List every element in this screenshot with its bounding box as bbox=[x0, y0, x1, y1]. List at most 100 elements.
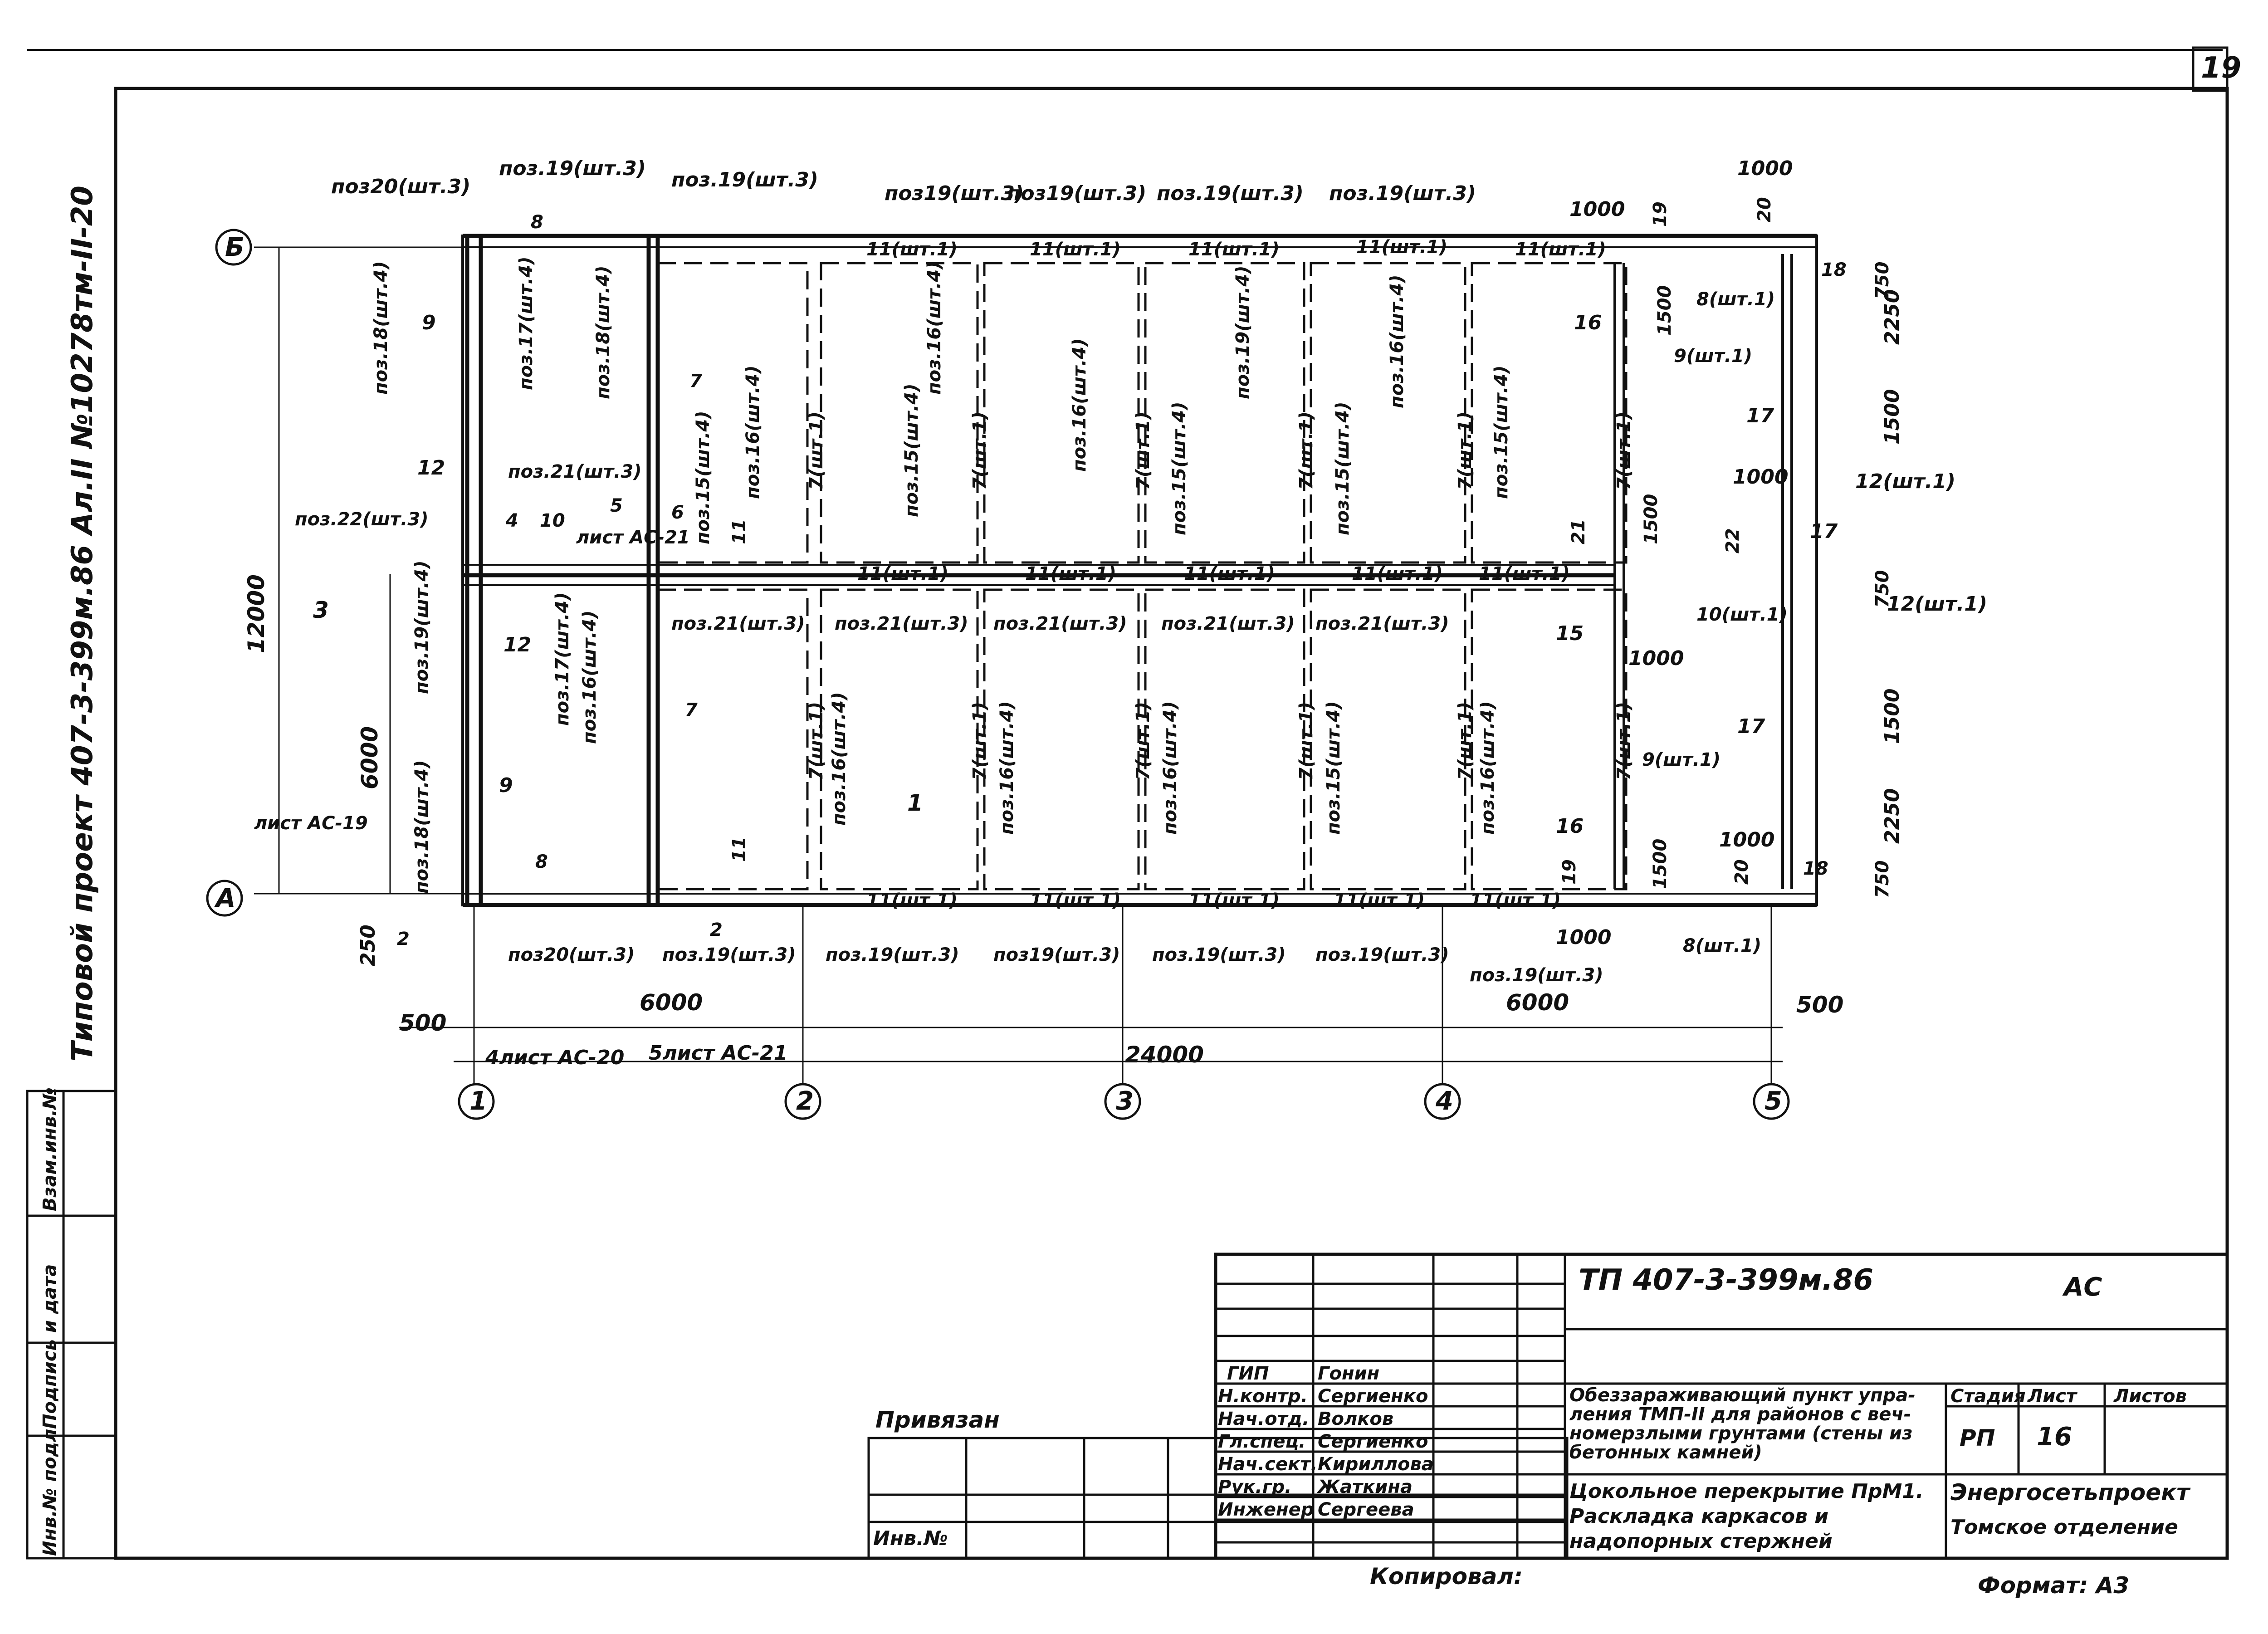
mark-11-b: 11 bbox=[729, 837, 750, 862]
label-poz17-a: поз.17(шт.4) bbox=[516, 256, 537, 390]
label-right-3: 12(шт.1) bbox=[1855, 470, 1956, 493]
label-11-top-b: 11(шт.1) bbox=[1030, 239, 1121, 260]
project-code: ТП 407-3-399м.86 bbox=[1579, 1263, 1874, 1297]
dim-total-height: 12000 bbox=[243, 574, 269, 653]
mark-7-top: 7 bbox=[689, 371, 702, 391]
label-poz16-d: поз.16(шт.4) bbox=[1387, 274, 1408, 408]
label-top-4: поз19(шт.3) bbox=[885, 182, 1024, 205]
label-top-1: поз20(шт.3) bbox=[331, 175, 471, 198]
mark-11-a: 11 bbox=[729, 519, 750, 544]
label-poz16-g: поз.16(шт.4) bbox=[1160, 701, 1181, 835]
section-ref-as20: 4лист АС-20 bbox=[485, 1046, 625, 1069]
mark-9-top: 9 bbox=[422, 311, 436, 334]
axis-1-label: 1 bbox=[469, 1086, 487, 1116]
label-7-d: 7(шт.1) bbox=[1296, 411, 1317, 490]
dim-bay-4-5: 6000 bbox=[1506, 989, 1569, 1016]
name-nkontr: Сергиенко bbox=[1318, 1386, 1428, 1407]
mark-15: 15 bbox=[1556, 622, 1584, 645]
mark-5: 5 bbox=[610, 495, 623, 516]
label-11-mid-a: 11(шт.1) bbox=[857, 563, 948, 584]
role-nachsekt: Нач.сект. bbox=[1218, 1454, 1318, 1475]
dim-1500-stair-top: 1500 bbox=[1654, 285, 1675, 336]
label-11-bot-d: 11(шт.1) bbox=[1334, 890, 1425, 911]
object-title: Обеззараживающий пункт упра-ления ТМП-II… bbox=[1569, 1385, 1916, 1463]
mark-8-top: 8 bbox=[531, 212, 543, 233]
label-poz18-a: поз.18(шт.4) bbox=[593, 265, 614, 399]
label-11-mid-c: 11(шт.1) bbox=[1184, 563, 1275, 584]
label-7-k: 7(шт.1) bbox=[1455, 701, 1476, 780]
label-right-2: 9(шт.1) bbox=[1674, 346, 1753, 367]
dim-1000-mid-left: 1000 bbox=[1628, 647, 1684, 670]
dim-total-width: 24000 bbox=[1125, 1042, 1204, 1068]
label-top-2: поз.19(шт.3) bbox=[499, 157, 646, 180]
role-glspec: Гл.спец. bbox=[1218, 1431, 1306, 1452]
label-bottom-3: поз.19(шт.3) bbox=[826, 944, 959, 965]
dim-half-height: 6000 bbox=[357, 726, 383, 789]
label-poz16-a: поз.16(шт.4) bbox=[743, 365, 763, 499]
mark-7-bottom: 7 bbox=[685, 700, 698, 720]
label-poz15-c: поз.15(шт.4) bbox=[1332, 401, 1353, 535]
mark-12-top: 12 bbox=[417, 456, 445, 479]
label-poz21-d: поз.21(шт.3) bbox=[993, 613, 1127, 634]
label-bottom-2: поз.19(шт.3) bbox=[662, 944, 796, 965]
label-11-mid-d: 11(шт.1) bbox=[1352, 563, 1443, 584]
sheet-value: 16 bbox=[2037, 1422, 2072, 1452]
label-bottom-5: поз.19(шт.3) bbox=[1152, 944, 1286, 965]
org-name: Энергосетьпроект bbox=[1950, 1479, 2190, 1506]
side-project-label: Типовой проект 407-3-399м.86 Ал.II №1027… bbox=[66, 186, 99, 1062]
role-rukgr: Рук.гр. bbox=[1218, 1477, 1292, 1497]
name-engineer: Сергеева bbox=[1318, 1499, 1414, 1520]
mark-17-mid: 17 bbox=[1810, 520, 1838, 543]
label-poz18-c: поз.18(шт.4) bbox=[411, 760, 432, 894]
dim-1000-bottom: 1000 bbox=[1719, 828, 1775, 851]
sheets-header: Листов bbox=[2114, 1386, 2187, 1407]
stamp-inv-podl: Инв.№ подл bbox=[39, 1429, 60, 1556]
label-poz16-i: поз.16(шт.4) bbox=[579, 610, 600, 744]
label-poz19v-a: поз.19(шт.4) bbox=[1232, 265, 1253, 399]
label-7-i: 7(шт.1) bbox=[1133, 701, 1154, 780]
dim-edge-right: 500 bbox=[1796, 992, 1844, 1018]
sheet-title: Цокольное перекрытие ПрМ1. Раскладка кар… bbox=[1569, 1480, 1924, 1553]
mark-4: 4 bbox=[506, 510, 518, 531]
format-label: Формат: А3 bbox=[1978, 1572, 2130, 1599]
label-11-bot-a: 11(шт.1) bbox=[866, 890, 958, 911]
dim-1000-top-left: 1000 bbox=[1569, 198, 1625, 221]
axis-b-label: Б bbox=[225, 233, 244, 262]
label-poz18-b: поз.18(шт.4) bbox=[371, 261, 391, 395]
mark-17-bottom: 17 bbox=[1737, 715, 1765, 738]
dim-1000-mid: 1000 bbox=[1733, 465, 1789, 489]
label-poz15-a: поз.15(шт.4) bbox=[901, 383, 922, 517]
dim-bay-1-2: 6000 bbox=[640, 989, 703, 1016]
axis-a-label: А bbox=[216, 884, 236, 913]
name-glspec: Сергиенко bbox=[1318, 1431, 1428, 1452]
mark-6: 6 bbox=[671, 502, 684, 523]
label-bottom-1: поз20(шт.3) bbox=[508, 944, 635, 965]
label-right-6: 9(шт.1) bbox=[1642, 749, 1721, 770]
role-nachotd: Нач.отд. bbox=[1218, 1409, 1310, 1429]
stamp-signature-date: Подпись и дата bbox=[39, 1264, 60, 1429]
stage-value: РП bbox=[1960, 1425, 1995, 1451]
bound-label: Привязан bbox=[875, 1407, 1000, 1433]
label-poz16-e: поз.16(шт.4) bbox=[829, 692, 850, 826]
label-bottom-4: поз19(шт.3) bbox=[993, 944, 1120, 965]
axis-4-label: 4 bbox=[1436, 1086, 1453, 1116]
label-11-bot-e: 11(шт.1) bbox=[1470, 890, 1561, 911]
label-11-bot-b: 11(шт.1) bbox=[1030, 890, 1121, 911]
label-poz19v-b: поз.19(шт.4) bbox=[411, 560, 432, 694]
sheet-number: 19 bbox=[2201, 51, 2242, 85]
dim-2250-bottom: 2250 bbox=[1881, 788, 1904, 844]
dim-21: 21 bbox=[1568, 519, 1589, 544]
label-poz21-c: поз.21(шт.3) bbox=[835, 613, 968, 634]
label-7-g: 7(шт.1) bbox=[806, 701, 827, 780]
stamp-vzam-inv: Взам.инв.№ bbox=[39, 1087, 60, 1211]
label-poz16-b: поз.16(шт.4) bbox=[924, 261, 945, 395]
label-7-c: 7(шт.1) bbox=[1133, 411, 1154, 490]
label-7-e: 7(шт.1) bbox=[1455, 411, 1476, 490]
dim-1500-bottom: 1500 bbox=[1881, 688, 1904, 744]
name-nachotd: Волков bbox=[1318, 1409, 1394, 1429]
section-ref-as21b: 5лист АС-21 bbox=[649, 1042, 788, 1065]
label-11-top-d: 11(шт.1) bbox=[1356, 237, 1447, 258]
axis-5-label: 5 bbox=[1765, 1086, 1782, 1116]
mark-10: 10 bbox=[540, 510, 565, 531]
